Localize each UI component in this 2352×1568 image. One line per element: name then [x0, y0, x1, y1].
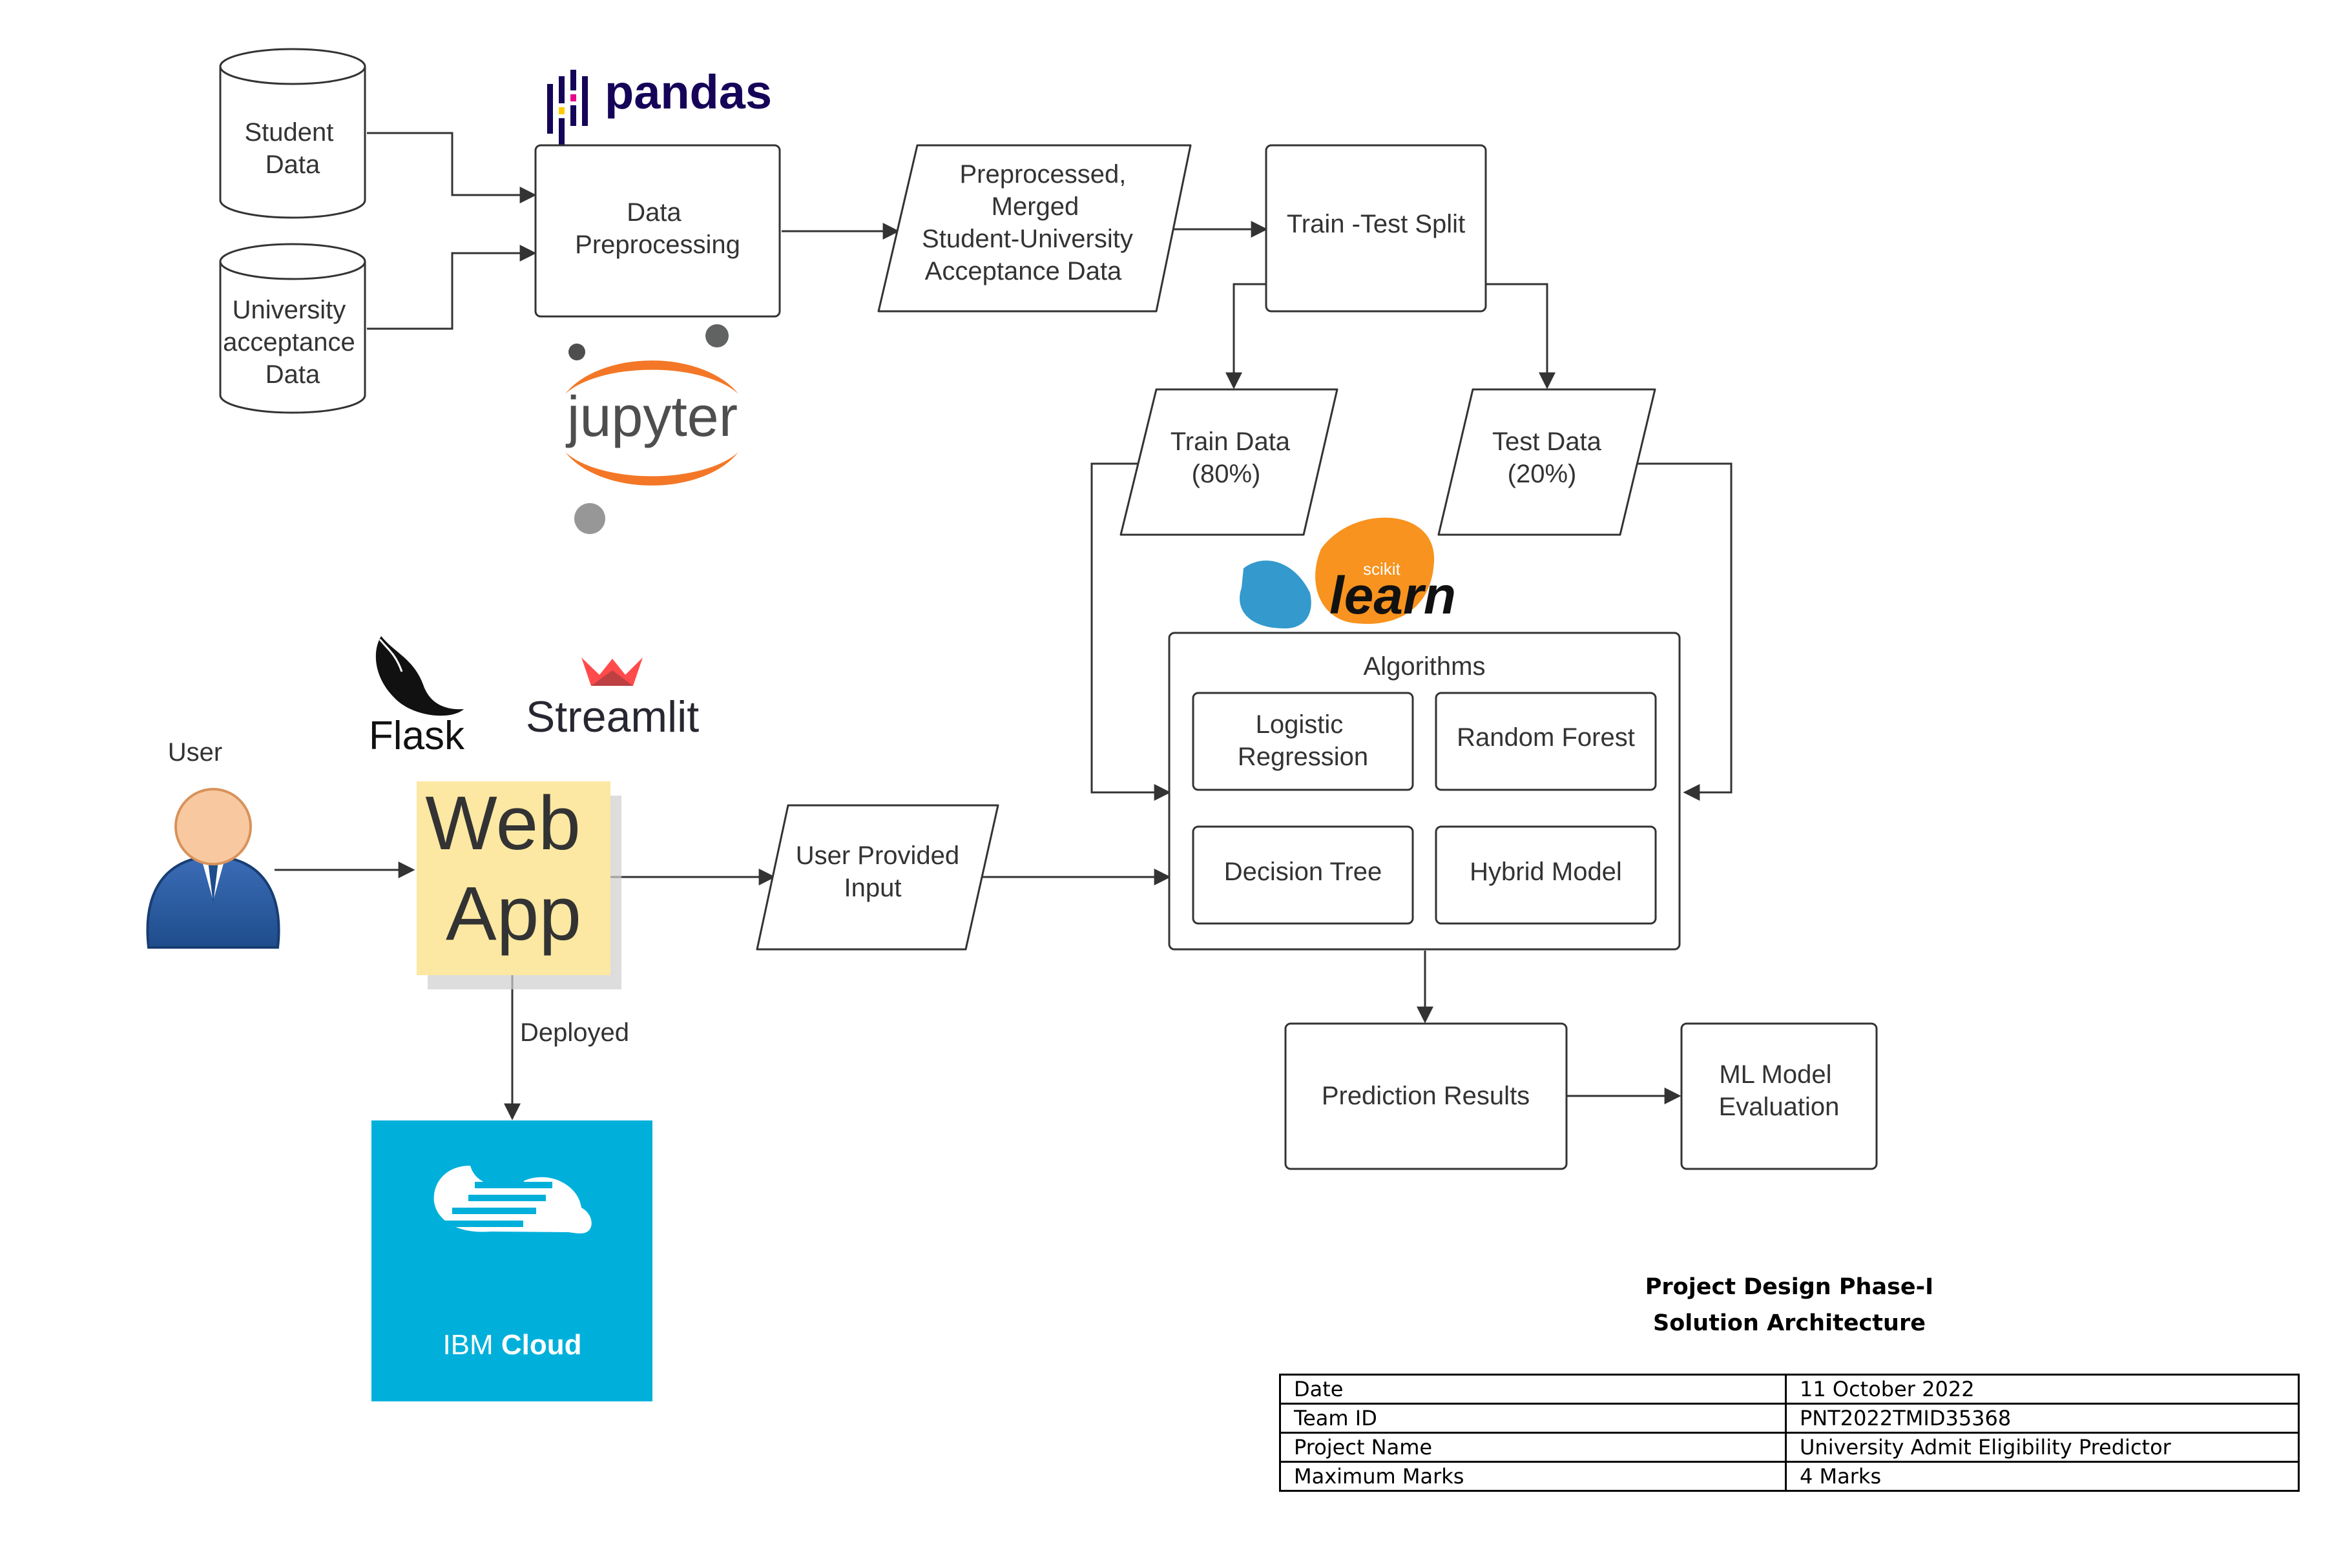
edge-university-to-preprocessing [367, 245, 537, 330]
table-row: Date 11 October 2022 [1279, 1374, 2300, 1405]
svg-text:Student Data: Student Data [244, 118, 340, 179]
user-provided-input: User Provided Input [756, 804, 999, 951]
prediction-results-label: Prediction Results [1322, 1082, 1530, 1110]
algorithms-title: Algorithms [1364, 652, 1486, 681]
hybrid-model-box: Hybrid Model [1435, 825, 1657, 925]
ibm-cloud-suffix: Cloud [501, 1329, 582, 1361]
preprocessed-line-3: Student-University [922, 225, 1133, 253]
ml-evaluation-box: ML Model Evaluation [1680, 1022, 1878, 1170]
data-preprocessing-box: Data Preprocessing [534, 144, 781, 318]
edge-test-to-algorithms [1634, 462, 1733, 801]
svg-text:User Provided Input: User Provided Input [796, 841, 967, 902]
flask-logo: Flask [369, 636, 465, 758]
university-data-line-1: University [233, 296, 346, 324]
streamlit-logo: Streamlit [526, 657, 699, 741]
svg-text:Train Data (80%): Train Data (80%) [1171, 428, 1297, 488]
edge-split-to-test [1486, 283, 1556, 389]
svg-text:Preprocessed, Merged: Preprocessed, Merged Student-University … [922, 160, 1140, 285]
svg-text:IBM Cloud: IBM Cloud [442, 1329, 581, 1361]
info-value-project-name: University Admit Eligibility Predictor [1785, 1432, 2300, 1463]
test-data-node: Test Data (20%) [1437, 388, 1656, 536]
edge-student-to-preprocessing [367, 132, 537, 203]
test-data-line-1: Test Data [1492, 428, 1602, 456]
hybrid-model-label: Hybrid Model [1470, 858, 1622, 886]
info-value-maximum-marks: 4 Marks [1785, 1461, 2300, 1492]
jupyter-wordmark: jupyter [565, 384, 738, 448]
edge-train-to-algorithms [1090, 462, 1171, 801]
train-test-split-box: Train -Test Split [1265, 144, 1487, 313]
flask-wordmark: Flask [369, 714, 465, 758]
ibm-cloud-logo: IBM Cloud [371, 1120, 652, 1401]
logistic-line-1: Logistic [1256, 710, 1344, 739]
random-forest-label: Random Forest [1457, 723, 1635, 752]
train-data-line-1: Train Data [1171, 428, 1291, 456]
project-info-block: Project Design Phase-I Solution Architec… [1279, 1269, 2300, 1492]
student-data-line-2: Data [265, 150, 320, 179]
train-data-node: Train Data (80%) [1119, 388, 1338, 536]
logistic-line-2: Regression [1238, 743, 1368, 771]
logistic-regression-box: Logistic Regression [1192, 692, 1414, 791]
streamlit-wordmark: Streamlit [526, 692, 699, 741]
info-label-date: Date [1279, 1374, 1787, 1405]
preprocessed-line-2: Merged [992, 192, 1079, 221]
svg-text:Test Data (20%): Test Data (20%) [1492, 428, 1608, 488]
svg-text:Web App: Web App [425, 781, 601, 956]
decision-tree-label: Decision Tree [1224, 858, 1382, 886]
scikit-learn-logo: scikit learn [1240, 517, 1456, 629]
web-app-line-2: App [446, 871, 581, 956]
project-phase-title: Project Design Phase-I [1645, 1274, 1934, 1300]
ml-evaluation-line-2: Evaluation [1719, 1093, 1840, 1121]
preprocessed-merged-data: Preprocessed, Merged Student-University … [877, 144, 1192, 313]
learn-wordmark: learn [1329, 566, 1456, 625]
info-value-team-id: PNT2022TMID35368 [1785, 1403, 2300, 1434]
info-label-team-id: Team ID [1279, 1403, 1787, 1434]
data-preprocessing-line-1: Data [627, 198, 682, 227]
ml-evaluation-line-1: ML Model [1719, 1060, 1831, 1089]
user-input-line-2: Input [844, 874, 902, 902]
preprocessed-line-4: Acceptance Data [925, 257, 1122, 285]
jupyter-logo: jupyter [565, 324, 738, 534]
university-data-line-2: acceptance [223, 328, 355, 356]
pandas-logo: pandas [547, 65, 772, 145]
web-app-line-1: Web [425, 781, 581, 866]
info-value-date: 11 October 2022 [1785, 1374, 2300, 1405]
svg-text:Data Preprocessing: Data Preprocessing [575, 198, 740, 259]
data-preprocessing-line-2: Preprocessing [575, 231, 740, 259]
project-info-title: Project Design Phase-I Solution Architec… [1279, 1269, 2300, 1341]
university-data-line-3: Data [265, 360, 320, 389]
table-row: Maximum Marks 4 Marks [1279, 1461, 2300, 1492]
train-test-split-label: Train -Test Split [1287, 210, 1465, 238]
connectors [275, 132, 1733, 1120]
university-data-database: University acceptance Data [219, 243, 366, 414]
project-info-table: Date 11 October 2022 Team ID PNT2022TMID… [1279, 1374, 2300, 1492]
decision-tree-box: Decision Tree [1192, 825, 1414, 925]
student-data-database: Student Data [219, 48, 366, 219]
user-avatar-icon [146, 788, 280, 949]
solution-architecture-title: Solution Architecture [1653, 1310, 1926, 1336]
svg-text:ML Model Evaluation: ML Model Evaluation [1719, 1060, 1840, 1121]
info-label-maximum-marks: Maximum Marks [1279, 1461, 1787, 1492]
preprocessed-line-1: Preprocessed, [959, 160, 1126, 189]
edge-split-to-train [1225, 283, 1269, 389]
user-input-line-1: User Provided [796, 841, 959, 870]
test-data-line-2: (20%) [1508, 460, 1577, 488]
prediction-results-box: Prediction Results [1284, 1022, 1568, 1170]
user-label: User [168, 738, 222, 767]
svg-text:University acceptance: University acceptance Data [223, 296, 362, 389]
pandas-wordmark: pandas [605, 65, 772, 119]
table-row: Project Name University Admit Eligibilit… [1279, 1432, 2300, 1463]
train-data-line-2: (80%) [1192, 460, 1261, 488]
info-label-project-name: Project Name [1279, 1432, 1787, 1463]
random-forest-box: Random Forest [1435, 692, 1657, 791]
scikit-small-wordmark: scikit [1363, 559, 1401, 579]
web-app-note: Web App [417, 781, 621, 989]
cloud-icon [433, 1166, 592, 1233]
user-node: User [146, 738, 280, 949]
table-row: Team ID PNT2022TMID35368 [1279, 1403, 2300, 1434]
student-data-line-1: Student [244, 118, 333, 147]
deployed-label: Deployed [520, 1018, 629, 1047]
ibm-cloud-prefix: IBM [442, 1329, 493, 1361]
svg-text:Logistic Regression: Logistic Regression [1238, 710, 1368, 771]
